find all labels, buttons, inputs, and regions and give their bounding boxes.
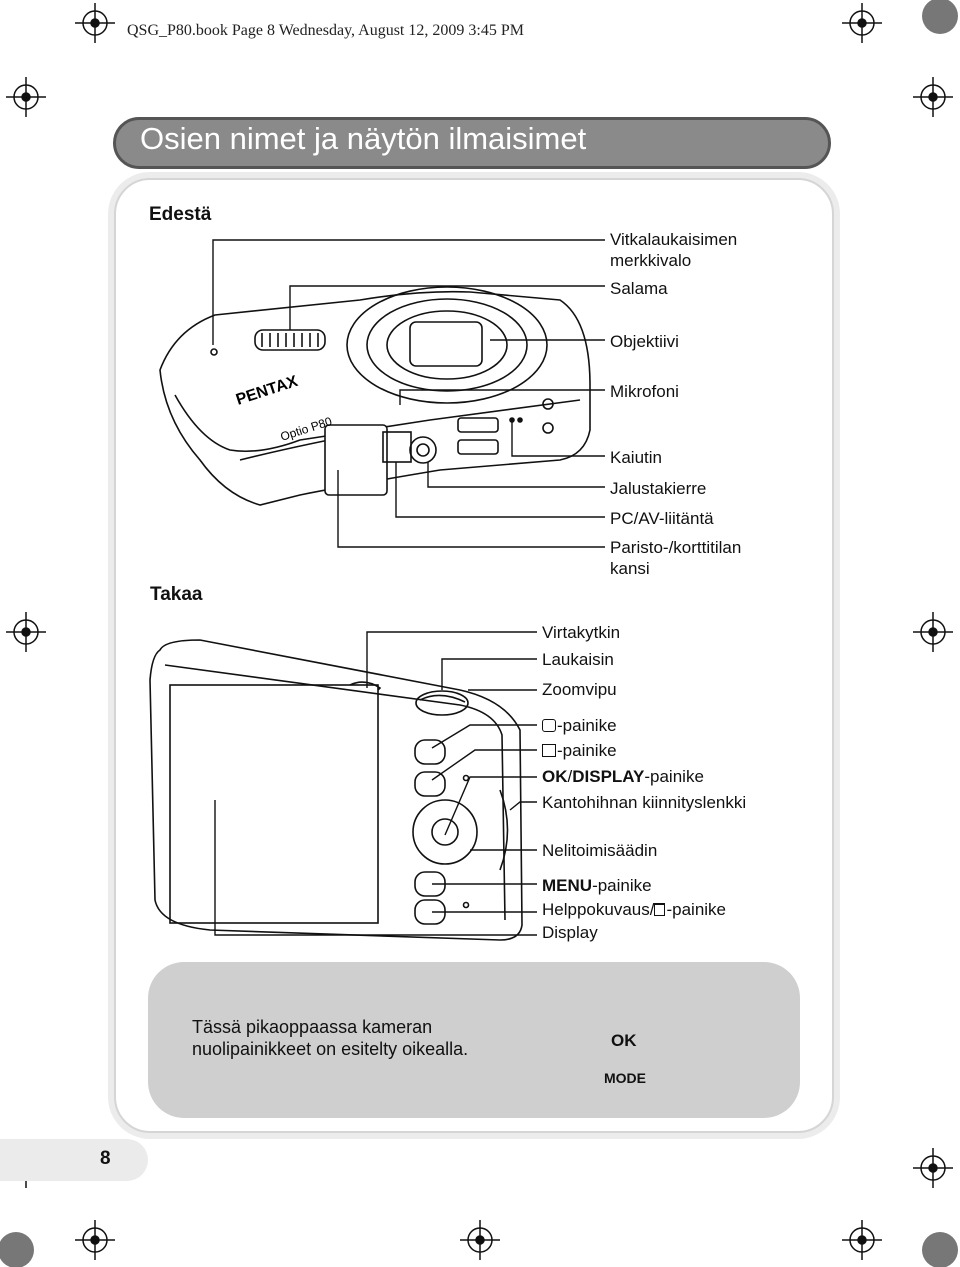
note-text: Tässä pikaoppaassa kameran nuolipainikke… xyxy=(192,1017,469,1059)
menu-label: MENU xyxy=(542,876,593,895)
note-box xyxy=(148,962,800,1118)
face-detection-icon xyxy=(542,719,556,732)
callout-display: Display xyxy=(542,923,598,942)
playback-button-label: -painike xyxy=(557,741,617,760)
callout-strap-lug: Kantohihnan kiinnityslenkki xyxy=(542,793,747,812)
callout-flash: Salama xyxy=(610,279,668,298)
registration-marks xyxy=(6,3,953,1260)
callout-tripod-socket: Jalustakierre xyxy=(610,479,707,498)
callout-playback-button: -painike xyxy=(542,740,617,761)
callout-green-delete-button: Helppokuvaus/ -painike xyxy=(542,899,726,920)
callout-face-button: -painike xyxy=(542,715,617,736)
book-header-line: QSG_P80.book Page 8 Wednesday, August 12… xyxy=(127,22,524,39)
ok-display-suffix: -painike xyxy=(644,767,704,786)
trash-icon xyxy=(654,903,666,916)
page-number: 8 xyxy=(100,1148,111,1169)
callout-pc-av-terminal: PC/AV-liitäntä xyxy=(610,509,714,528)
callout-four-way-controller: Nelitoimisäädin xyxy=(542,841,658,860)
green-label: Helppokuvaus/ xyxy=(542,900,655,919)
front-camera-drawing xyxy=(159,286,591,506)
callout-ok-display-button: OK/DISPLAY-painike xyxy=(542,766,704,787)
title-bar xyxy=(113,117,831,169)
front-heading: Edestä xyxy=(149,204,212,225)
ok-label: OK xyxy=(542,767,568,786)
dial-mode-label: MODE xyxy=(604,1070,646,1086)
callout-battery-card-cover: Paristo-/korttitilan kansi xyxy=(610,538,742,578)
callout-zoom-lever: Zoomvipu xyxy=(542,680,617,699)
menu-suffix: -painike xyxy=(592,876,652,895)
display-label: DISPLAY xyxy=(572,767,645,786)
callout-microphone: Mikrofoni xyxy=(610,382,679,401)
callout-power-switch: Virtakytkin xyxy=(542,623,621,642)
callout-speaker: Kaiutin xyxy=(610,448,662,467)
back-leader-lines xyxy=(214,631,537,936)
page-title: Osien nimet ja näytön ilmaisimet xyxy=(140,121,587,156)
back-camera-drawing xyxy=(149,639,523,941)
ok-slash: / xyxy=(567,767,573,786)
callout-self-timer-lamp: Vitkalaukaisimen merkkivalo xyxy=(610,230,738,270)
page-number-tab xyxy=(0,1139,148,1181)
back-heading: Takaa xyxy=(150,584,203,605)
green-suffix: -painike xyxy=(666,900,727,919)
callout-lens: Objektiivi xyxy=(610,332,679,351)
face-button-label: -painike xyxy=(557,716,617,735)
playback-icon xyxy=(542,744,556,757)
callout-menu-button: MENU-painike xyxy=(542,875,652,896)
callout-shutter-release: Laukaisin xyxy=(542,650,614,669)
front-leader-lines xyxy=(212,239,605,548)
dial-ok-label: OK xyxy=(611,1031,637,1050)
